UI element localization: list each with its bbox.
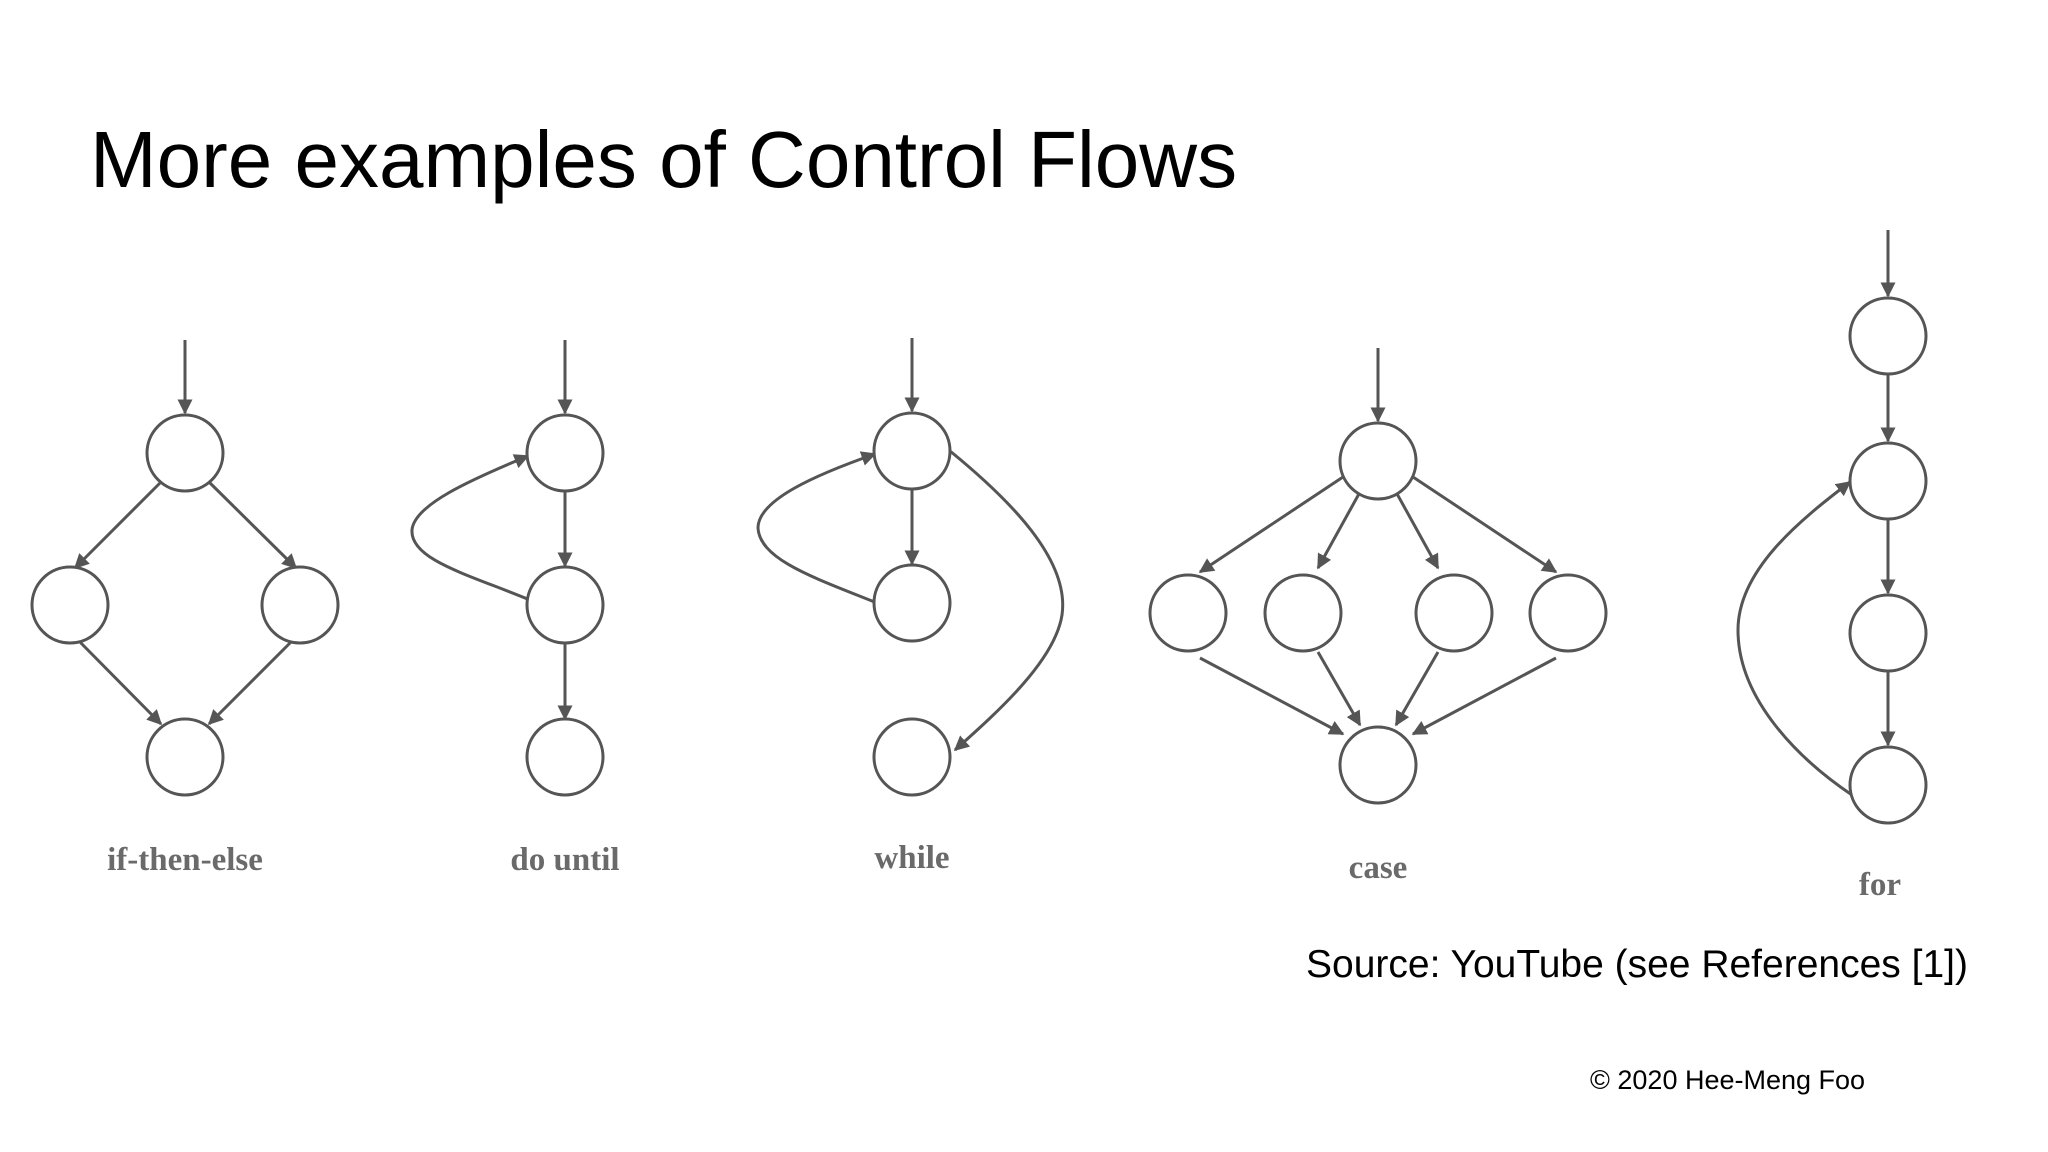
edge-case2-join — [1316, 651, 1362, 727]
diagram-for: for — [1736, 230, 1928, 903]
node-else — [260, 565, 340, 645]
node-condition — [145, 413, 225, 493]
node-condition — [1848, 441, 1928, 521]
diagram-label: while — [874, 840, 949, 876]
diagram-label: case — [1349, 850, 1408, 886]
edge-switch-case3 — [1394, 491, 1440, 570]
diagram-label: for — [1859, 867, 1901, 903]
node-exit — [525, 717, 605, 797]
node-init — [1848, 296, 1928, 376]
node-case-4 — [1528, 573, 1608, 653]
node-join — [1338, 725, 1418, 805]
diagram-while: while — [756, 338, 1065, 876]
edge-left-bottom — [73, 635, 163, 726]
node-case-3 — [1414, 573, 1494, 653]
edge-top-left — [73, 480, 163, 570]
edge-case4-join — [1411, 656, 1557, 736]
node-case-1 — [1148, 573, 1228, 653]
diagram-label: do until — [510, 842, 619, 878]
node-then — [30, 565, 110, 645]
diagram-case: case — [1148, 348, 1608, 886]
node-update — [1848, 745, 1928, 825]
node-exit — [872, 717, 952, 797]
node-condition — [872, 411, 952, 491]
edge-switch-case2 — [1316, 491, 1362, 570]
edge-loop-back — [1736, 480, 1853, 797]
node-switch — [1338, 421, 1418, 501]
edge-case1-join — [1199, 656, 1345, 736]
copyright-notice: © 2020 Hee-Meng Foo — [1590, 1065, 1866, 1095]
node-body — [525, 413, 605, 493]
diagram-label: if-then-else — [107, 842, 263, 878]
edge-exit — [949, 449, 1065, 752]
node-join — [145, 717, 225, 797]
source-note: Source: YouTube (see References [1]) — [1306, 943, 1968, 986]
edge-loop-back — [756, 451, 878, 605]
diagram-if-then-else: if-then-else — [30, 340, 340, 878]
edge-loop-back — [410, 454, 531, 602]
node-case-2 — [1263, 573, 1343, 653]
edge-case3-join — [1394, 651, 1440, 727]
node-body — [1848, 593, 1928, 673]
diagram-do-until: do until — [410, 340, 620, 878]
edge-top-right — [207, 480, 298, 570]
edge-right-bottom — [207, 635, 298, 726]
node-condition — [525, 565, 605, 645]
slide-title: More examples of Control Flows — [90, 115, 1238, 204]
edge-switch-case4 — [1412, 475, 1558, 574]
node-body — [872, 563, 952, 643]
edge-switch-case1 — [1198, 475, 1344, 574]
